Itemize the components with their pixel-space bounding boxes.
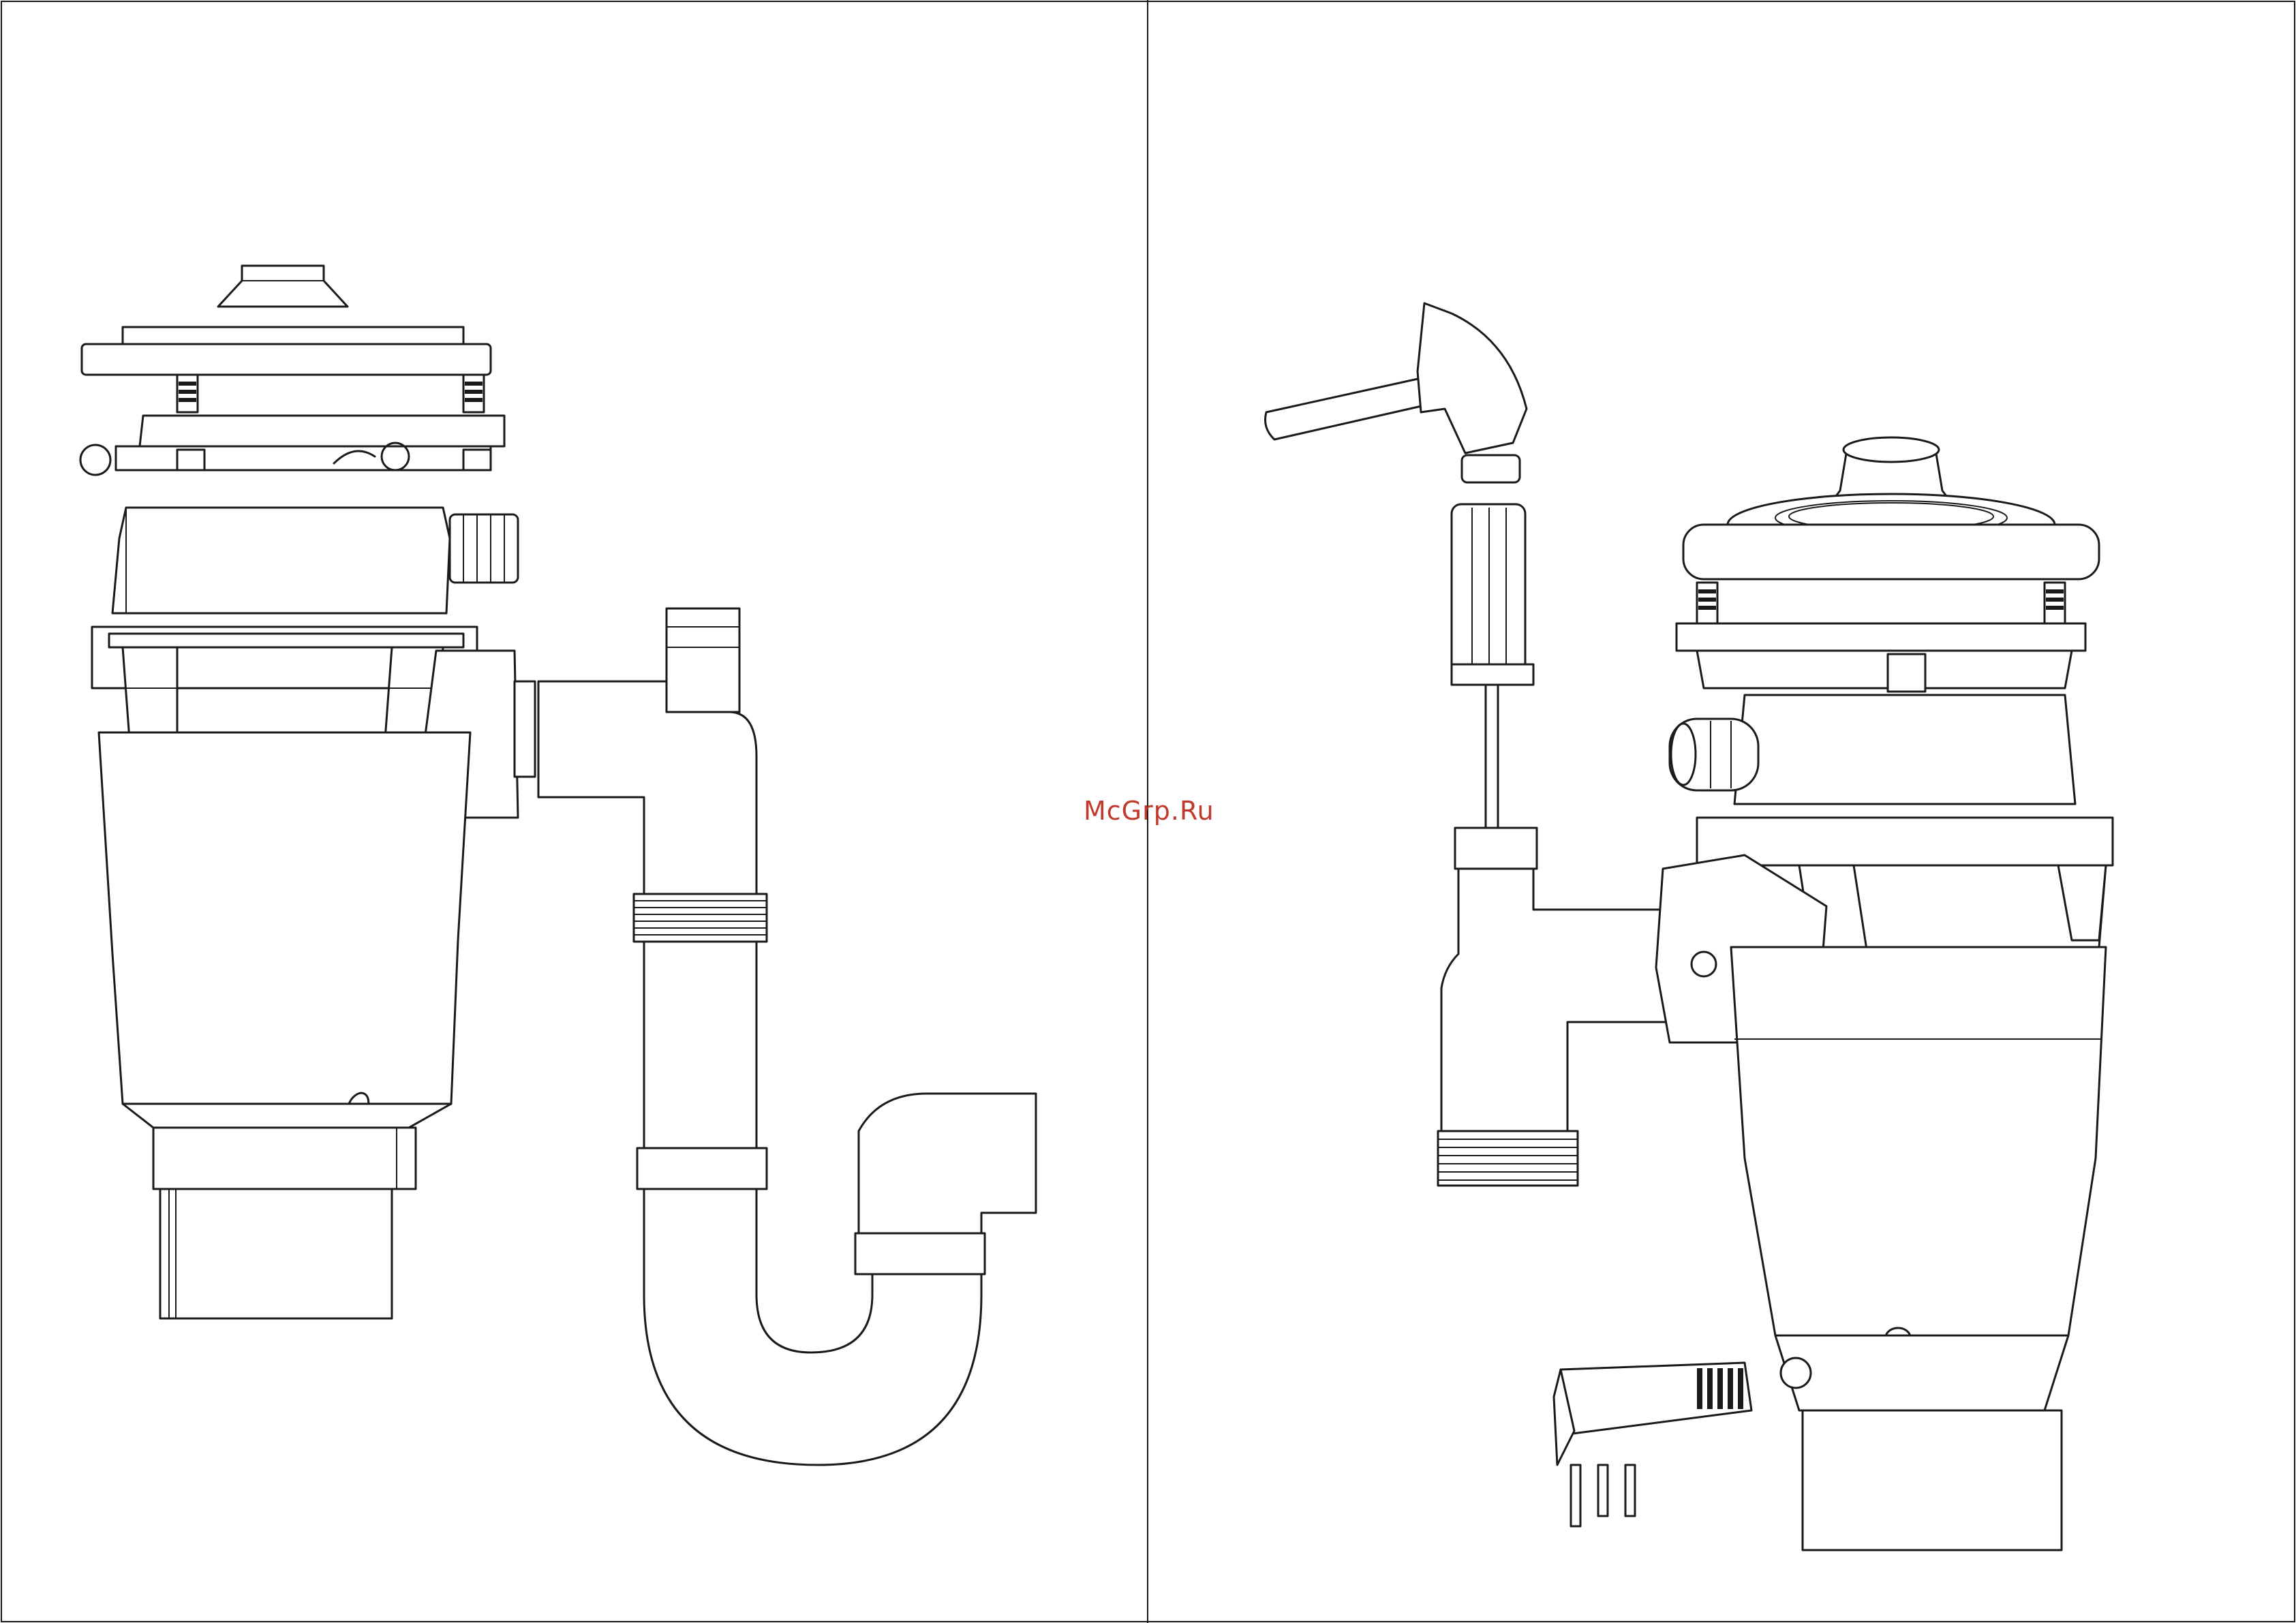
- siphon-drain-icon: [538, 608, 1036, 1465]
- disposer-icon: [80, 266, 535, 1318]
- hammer-icon: [1266, 303, 1527, 482]
- power-plug-icon: [1554, 1363, 1751, 1526]
- screwdriver-icon: [1452, 504, 1533, 831]
- outlet-elbow: [1438, 828, 1677, 1186]
- watermark: McGrp.Ru: [1084, 796, 1214, 826]
- right-figure: [1266, 303, 2113, 1550]
- left-figure: [80, 266, 1036, 1465]
